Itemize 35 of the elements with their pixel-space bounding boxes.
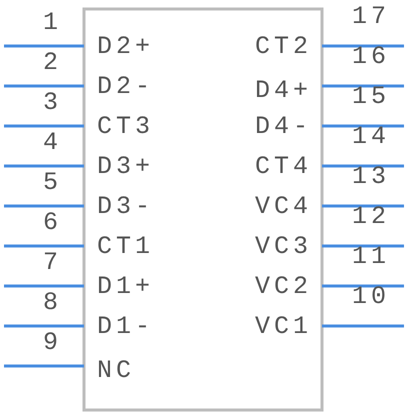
pin-number: 8 — [42, 290, 62, 316]
pin-number: 10 — [352, 284, 390, 310]
pin-name: D4- — [254, 114, 312, 140]
pin-number: 1 — [42, 10, 62, 36]
pin-number: 9 — [42, 330, 62, 356]
pin-name: CT4 — [254, 154, 312, 180]
pin-number: 7 — [42, 250, 62, 276]
pin-number: 14 — [352, 124, 390, 150]
pin-name: VC1 — [254, 314, 312, 340]
pin-name: D2+ — [97, 34, 154, 60]
pin-number: 6 — [42, 210, 62, 236]
pin-number: 3 — [42, 90, 62, 116]
pin-name: D2- — [97, 74, 154, 100]
pin-name: CT2 — [254, 34, 312, 60]
pin-number: 12 — [352, 204, 390, 230]
pin-name: D1+ — [97, 274, 154, 300]
pin-number: 17 — [352, 4, 390, 30]
pin-number: 5 — [42, 170, 62, 196]
pin-name: D4+ — [254, 78, 312, 104]
pin-name: VC4 — [254, 194, 312, 220]
pin-number: 2 — [42, 50, 62, 76]
pin-number: 11 — [352, 244, 390, 270]
ic-body — [82, 8, 324, 412]
pin-name: D3+ — [97, 154, 154, 180]
pin-name: D3- — [97, 194, 154, 220]
pin-number: 13 — [352, 164, 390, 190]
pin-number: 4 — [42, 130, 62, 156]
pin-name: CT1 — [97, 234, 154, 260]
pin-name: CT3 — [97, 114, 154, 140]
pin-name: VC2 — [254, 274, 312, 300]
pin-number: 15 — [352, 84, 390, 110]
pin-name: VC3 — [254, 234, 312, 260]
pin-name: NC — [97, 358, 136, 384]
pin-number: 16 — [352, 44, 390, 70]
pin-name: D1- — [97, 314, 154, 340]
